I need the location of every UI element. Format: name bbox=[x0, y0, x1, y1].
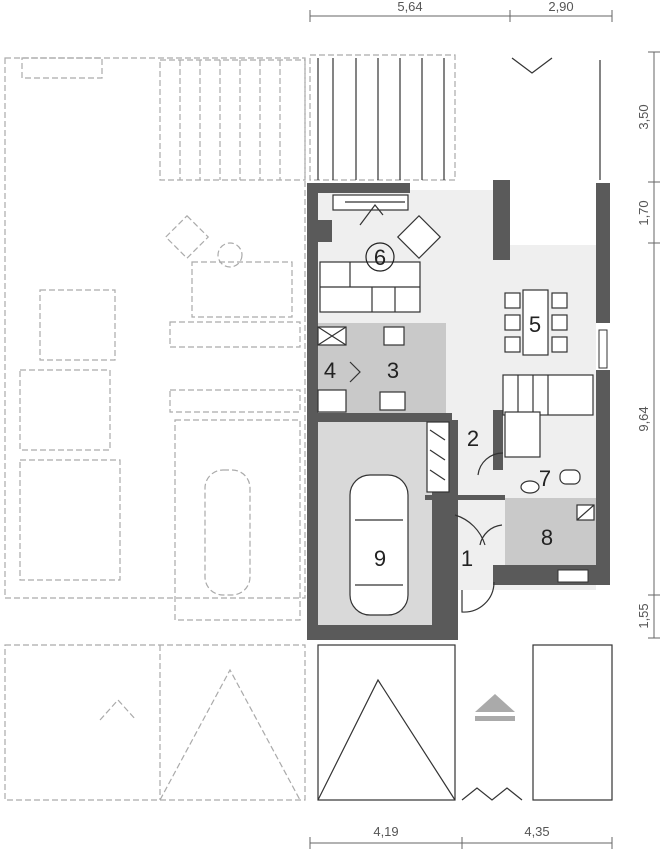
room-label-dining: 5 bbox=[529, 312, 541, 337]
dimension-lines bbox=[309, 10, 660, 849]
dim-top-1: 5,64 bbox=[397, 0, 422, 14]
dim-top-2: 2,90 bbox=[548, 0, 573, 14]
outside-corner bbox=[510, 180, 596, 245]
walls bbox=[307, 180, 610, 640]
neighbour-plan-ghost bbox=[4, 57, 306, 801]
room-label-utility: 8 bbox=[541, 525, 553, 550]
entrance-arrow-icon bbox=[475, 694, 515, 721]
dim-right-3: 9,64 bbox=[636, 406, 651, 431]
dim-right-2: 1,70 bbox=[636, 200, 651, 225]
room-label-garage: 9 bbox=[374, 546, 386, 571]
room-label-pantry: 4 bbox=[324, 358, 336, 383]
driveway bbox=[317, 644, 613, 801]
room-label-living: 6 bbox=[374, 245, 386, 270]
terrace-pergola bbox=[309, 54, 601, 181]
room-label-kitchen: 3 bbox=[387, 358, 399, 383]
room-label-hall: 2 bbox=[467, 426, 479, 451]
furniture bbox=[317, 194, 595, 616]
dim-right-1: 3,50 bbox=[636, 104, 651, 129]
room-label-entrance: 1 bbox=[461, 546, 473, 571]
dim-bottom-2: 4,35 bbox=[524, 824, 549, 839]
room-label-wc: 7 bbox=[539, 466, 551, 491]
dim-right-4: 1,55 bbox=[636, 603, 651, 628]
room-6-circle bbox=[365, 242, 395, 272]
dim-bottom-1: 4,19 bbox=[373, 824, 398, 839]
